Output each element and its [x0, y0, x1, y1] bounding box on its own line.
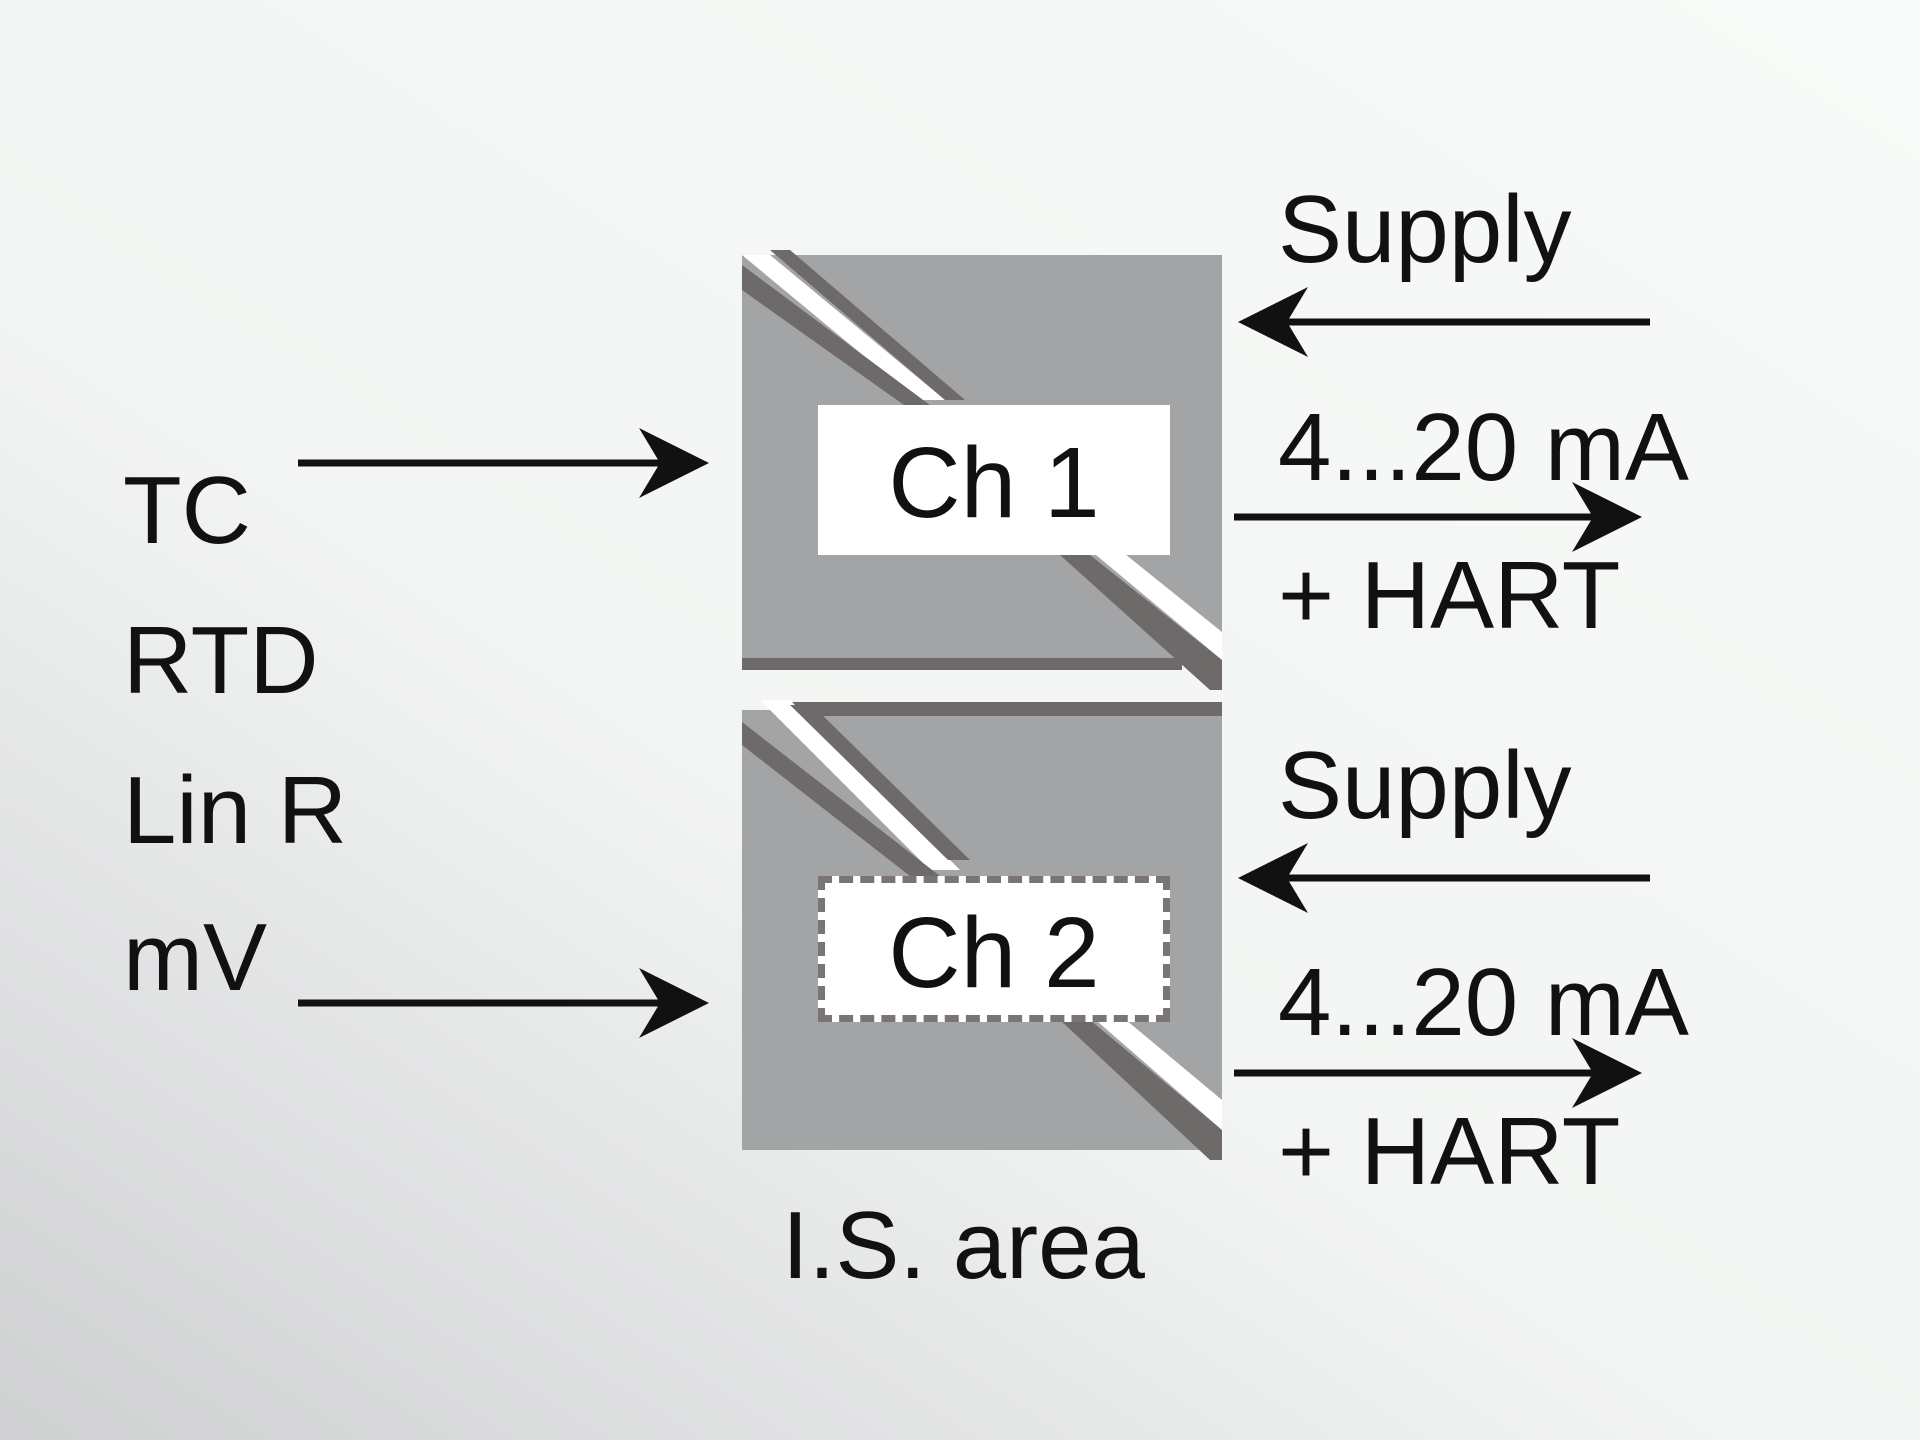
is-area-label: I.S. area	[782, 1192, 1145, 1299]
channel-1-label: Ch 1	[888, 427, 1100, 539]
channel-2-label-box: Ch 2	[818, 876, 1170, 1022]
channel-2-output-range: 4...20 mA	[1278, 949, 1689, 1056]
channel-2-stripe-bottom	[1060, 1020, 1222, 1160]
channel-1-output-protocol: + HART	[1278, 542, 1621, 649]
input-type-mv: mV	[123, 904, 267, 1011]
channel-2-supply-label: Supply	[1278, 732, 1572, 839]
channel-1-stripe-gap	[742, 255, 945, 400]
channel-1-base	[742, 658, 1182, 670]
channel-2-output-protocol: + HART	[1278, 1098, 1621, 1205]
channel-1-stripe-left	[742, 265, 950, 420]
channel-2-stripe-gap-bottom	[1090, 1015, 1222, 1130]
channel-1-supply-label: Supply	[1278, 176, 1572, 283]
channel-1-stripe-top	[770, 250, 965, 400]
input-type-lin-r: Lin R	[123, 757, 348, 864]
channel-2-stripe-gap	[760, 700, 960, 870]
channel-1-stripe-bottom	[1060, 555, 1222, 690]
channel-2-label: Ch 2	[888, 897, 1100, 1009]
channel-2-top-bar	[775, 702, 1222, 716]
input-type-tc: TC	[123, 457, 251, 564]
input-type-rtd: RTD	[123, 607, 319, 714]
channel-1-label-box: Ch 1	[818, 405, 1170, 555]
channel-1-stripe-gap-bottom	[1090, 550, 1222, 660]
channel-2-stripe-left	[742, 722, 945, 880]
channel-2-stripe-top	[790, 705, 970, 860]
channel-1-output-range: 4...20 mA	[1278, 394, 1689, 501]
